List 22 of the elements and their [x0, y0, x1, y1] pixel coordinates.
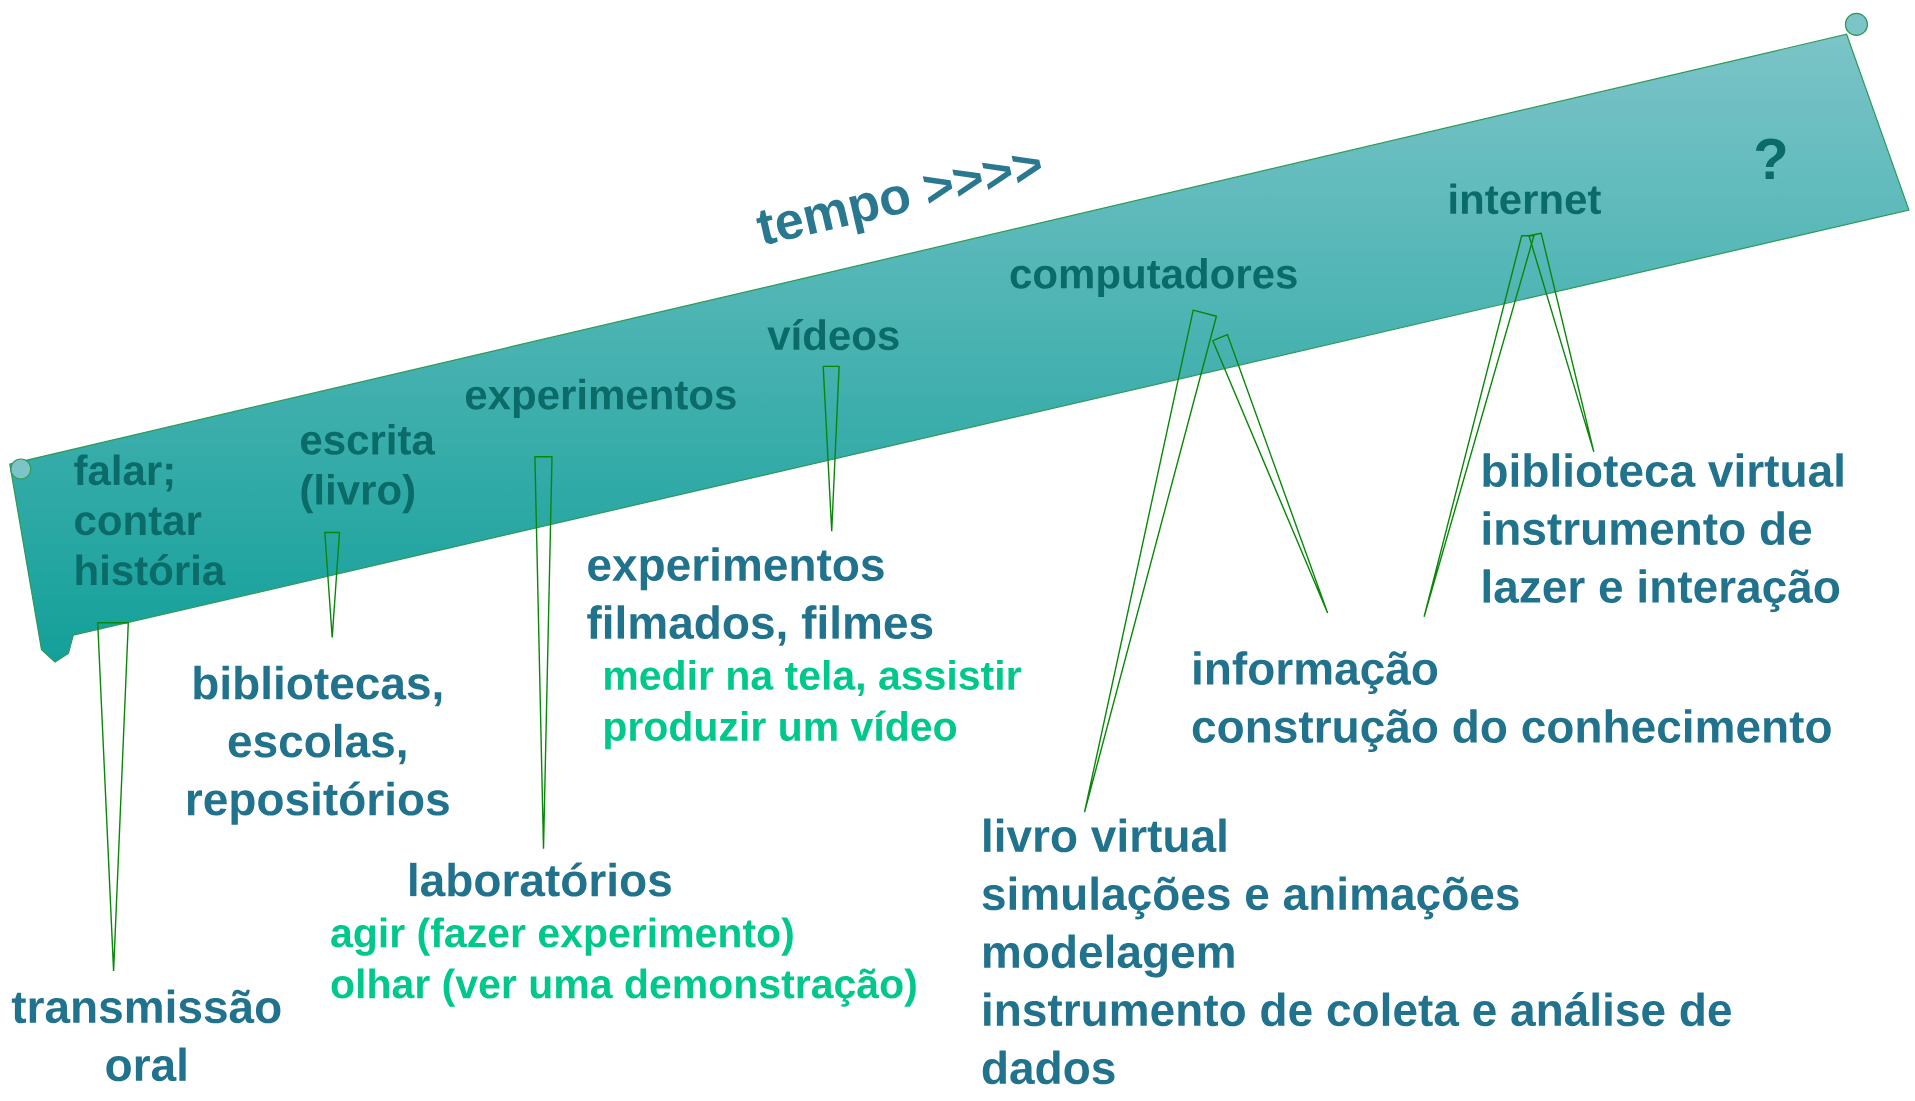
text-label: laboratórios agir (fazer experimento) olhar (ver uma demonstração)	[331, 862, 916, 1007]
text-label: experimentos filmados, filmes medir na tela, assistir produzir um vídeo	[587, 547, 1021, 750]
leader-line	[534, 456, 553, 850]
leader-line	[1212, 333, 1329, 614]
leader-line	[822, 365, 840, 532]
text-label: livro virtual simulações e animações modelagem instrumento de coleta e análise de dados	[982, 818, 1731, 1085]
text-label: transmissão oral	[11, 989, 281, 1082]
text-label: vídeos	[767, 319, 899, 351]
text-label: escrita (livro)	[301, 424, 436, 514]
leader-line	[1528, 232, 1595, 453]
leader-line	[1083, 309, 1218, 813]
leader-line	[97, 622, 129, 972]
leader-line	[1423, 235, 1535, 618]
text-label: bibliotecas, escolas, repositórios	[187, 665, 449, 825]
banner-title: tempo >>>>	[756, 155, 1042, 244]
text-label: informação construção do conhecimento	[1192, 651, 1831, 753]
text-label: experimentos	[465, 378, 736, 418]
text-label: falar; contar história	[74, 454, 226, 586]
question-mark: ?	[1755, 138, 1786, 180]
text-label: internet	[1450, 183, 1601, 215]
leader-line	[324, 531, 341, 639]
text-label: computadores	[1010, 257, 1297, 298]
